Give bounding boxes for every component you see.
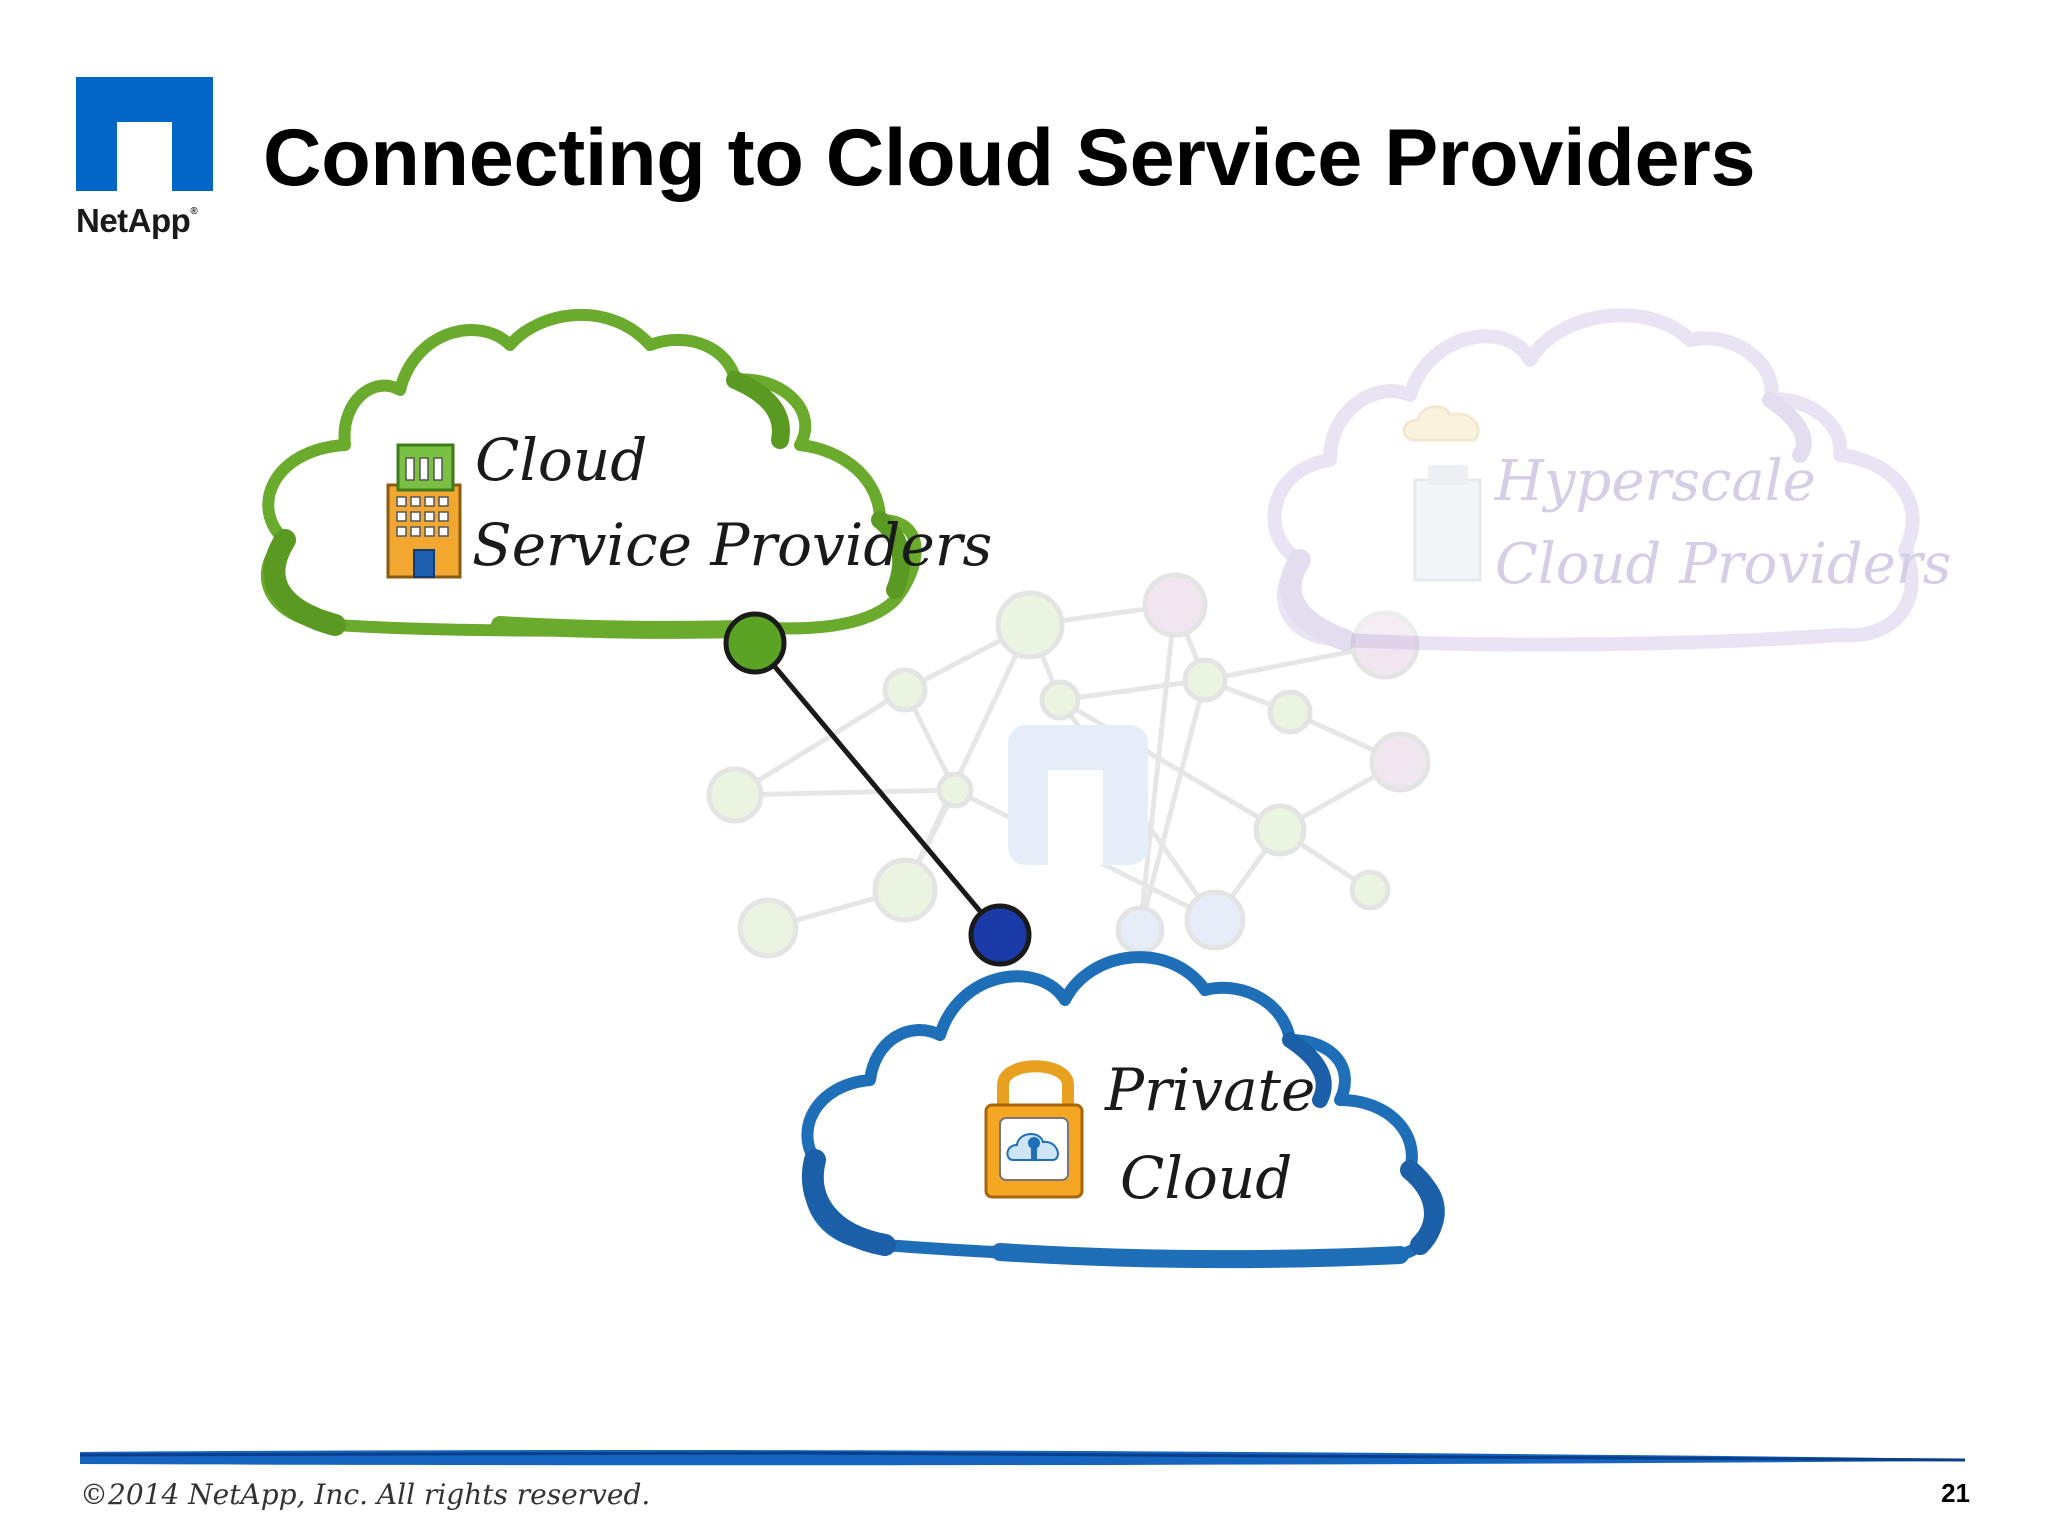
- service-provider-connector-node: [723, 611, 787, 675]
- netapp-logo-icon: [76, 77, 213, 191]
- private-cloud-connector-node: [968, 903, 1032, 967]
- page-number: 21: [1941, 1478, 1970, 1508]
- office-building-icon: [386, 443, 462, 579]
- hyperscale-label-line2: Cloud Providers: [1495, 532, 1951, 597]
- padlock-icon: [984, 1060, 1084, 1199]
- service-provider-label-line2: Service Providers: [472, 511, 992, 579]
- hyperscale-label-line1: Hyperscale: [1494, 449, 1816, 514]
- copyright-notice: ©2014 NetApp, Inc. All rights reserved.: [80, 1478, 651, 1511]
- network-background: [706, 572, 1431, 959]
- hyperscale-cloud-outline: [1267, 308, 1920, 652]
- private-cloud: [801, 951, 1445, 1269]
- hyperscale-cloud: [1267, 308, 1920, 652]
- private-label-line1: Private: [1104, 1056, 1315, 1124]
- private-label-line2: Cloud: [1120, 1144, 1292, 1212]
- service-provider-cloud: [261, 309, 922, 639]
- slide-title: Connecting to Cloud Service Providers: [263, 113, 1756, 203]
- connector-line: [753, 641, 1002, 937]
- service-provider-label-line1: Cloud: [475, 426, 647, 494]
- netapp-logo: NetApp®: [76, 77, 226, 247]
- logo-wordmark: NetApp®: [76, 202, 198, 239]
- cloud-building-icon: [1402, 405, 1482, 582]
